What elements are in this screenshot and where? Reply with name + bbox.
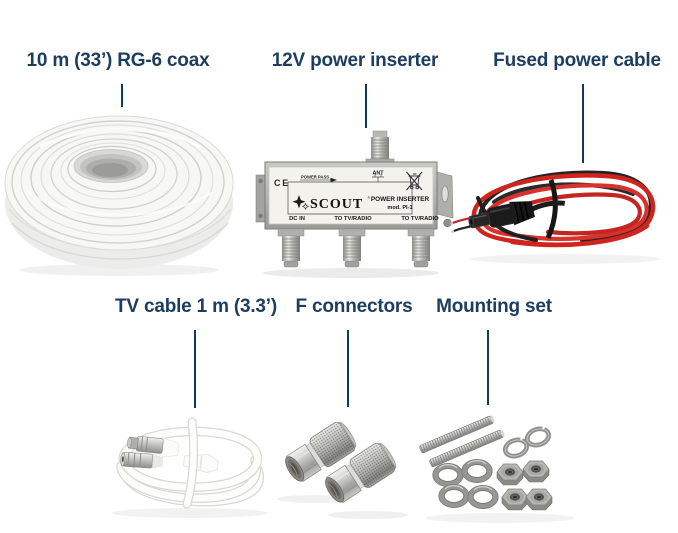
coax-coil-image bbox=[4, 115, 234, 276]
leader-line-f-connectors bbox=[347, 330, 349, 407]
hex-nut-1 bbox=[496, 463, 524, 486]
f-port-ant bbox=[365, 130, 395, 166]
power-pass-arrow-icon bbox=[330, 177, 337, 183]
leader-line-mounting-set bbox=[487, 330, 489, 405]
label-f-connectors: F connectors bbox=[295, 296, 413, 317]
label-coax: 10 m (33’) RG-6 coax bbox=[26, 50, 210, 71]
label-mounting-set: Mounting set bbox=[436, 296, 552, 317]
label-tv-cable: TV cable 1 m (3.3’) bbox=[115, 296, 277, 317]
ant-text: ANT bbox=[372, 171, 384, 177]
flat-washer-3 bbox=[439, 484, 469, 507]
leader-line-fused-cable bbox=[582, 84, 584, 163]
port-tv-radio-1-text: TO TV/RADIO bbox=[334, 216, 372, 222]
cable-tie bbox=[545, 179, 558, 240]
product-name-text: POWER INSERTER bbox=[371, 196, 430, 203]
leader-line-coax bbox=[121, 84, 123, 107]
f-port-tv1 bbox=[338, 228, 366, 268]
hex-nut-4 bbox=[525, 488, 553, 511]
circuit-outline bbox=[287, 181, 413, 215]
f-connectors-image bbox=[277, 418, 408, 519]
coil-wrap bbox=[182, 417, 199, 509]
dc-barrel-plug bbox=[468, 200, 566, 229]
white-cable-coil bbox=[116, 426, 264, 507]
flat-washer-1 bbox=[433, 463, 463, 486]
hex-nut-2 bbox=[522, 460, 550, 483]
weee-icon bbox=[406, 171, 423, 191]
flat-washer-4 bbox=[468, 485, 498, 508]
brand-text: SCOUT bbox=[310, 197, 363, 212]
brand-mark: ® bbox=[368, 196, 371, 200]
model-text: mod. PI-1 bbox=[387, 205, 412, 211]
mounting-set-image bbox=[418, 414, 575, 523]
leader-line-tv-cable bbox=[194, 330, 196, 408]
port-dc-in-text: DC IN bbox=[289, 216, 305, 222]
label-power-inserter: 12V power inserter bbox=[271, 50, 439, 71]
power-inserter-image: CE POWER PASS ANT SCOUT ® POWER INSERTER… bbox=[255, 130, 454, 278]
hex-nut-3 bbox=[501, 488, 529, 511]
label-fused-cable: Fused power cable bbox=[493, 50, 661, 71]
spring-washer-2 bbox=[525, 424, 553, 448]
leader-line-power-inserter bbox=[365, 84, 367, 128]
port-tv-radio-2-text: TO TV/RADIO bbox=[401, 216, 439, 222]
wrap-film-highlight bbox=[39, 128, 201, 149]
label-plate bbox=[268, 166, 434, 225]
scout-logo-icon bbox=[292, 195, 310, 211]
ant-symbol bbox=[372, 174, 384, 182]
ce-mark: CE bbox=[274, 178, 290, 188]
threaded-rod-1 bbox=[418, 414, 496, 454]
flat-washer-2 bbox=[462, 459, 492, 482]
fused-power-cable-image bbox=[450, 170, 660, 264]
f-port-tv2 bbox=[407, 228, 435, 268]
coil-shadow bbox=[19, 264, 219, 276]
iec-socket-metal bbox=[120, 451, 163, 469]
power-pass-text: POWER PASS bbox=[301, 175, 329, 180]
tv-cable-image bbox=[112, 417, 268, 518]
f-port-dc-in bbox=[277, 228, 305, 268]
iec-plug-metal bbox=[127, 435, 180, 458]
bare-wire-ends bbox=[450, 216, 473, 234]
